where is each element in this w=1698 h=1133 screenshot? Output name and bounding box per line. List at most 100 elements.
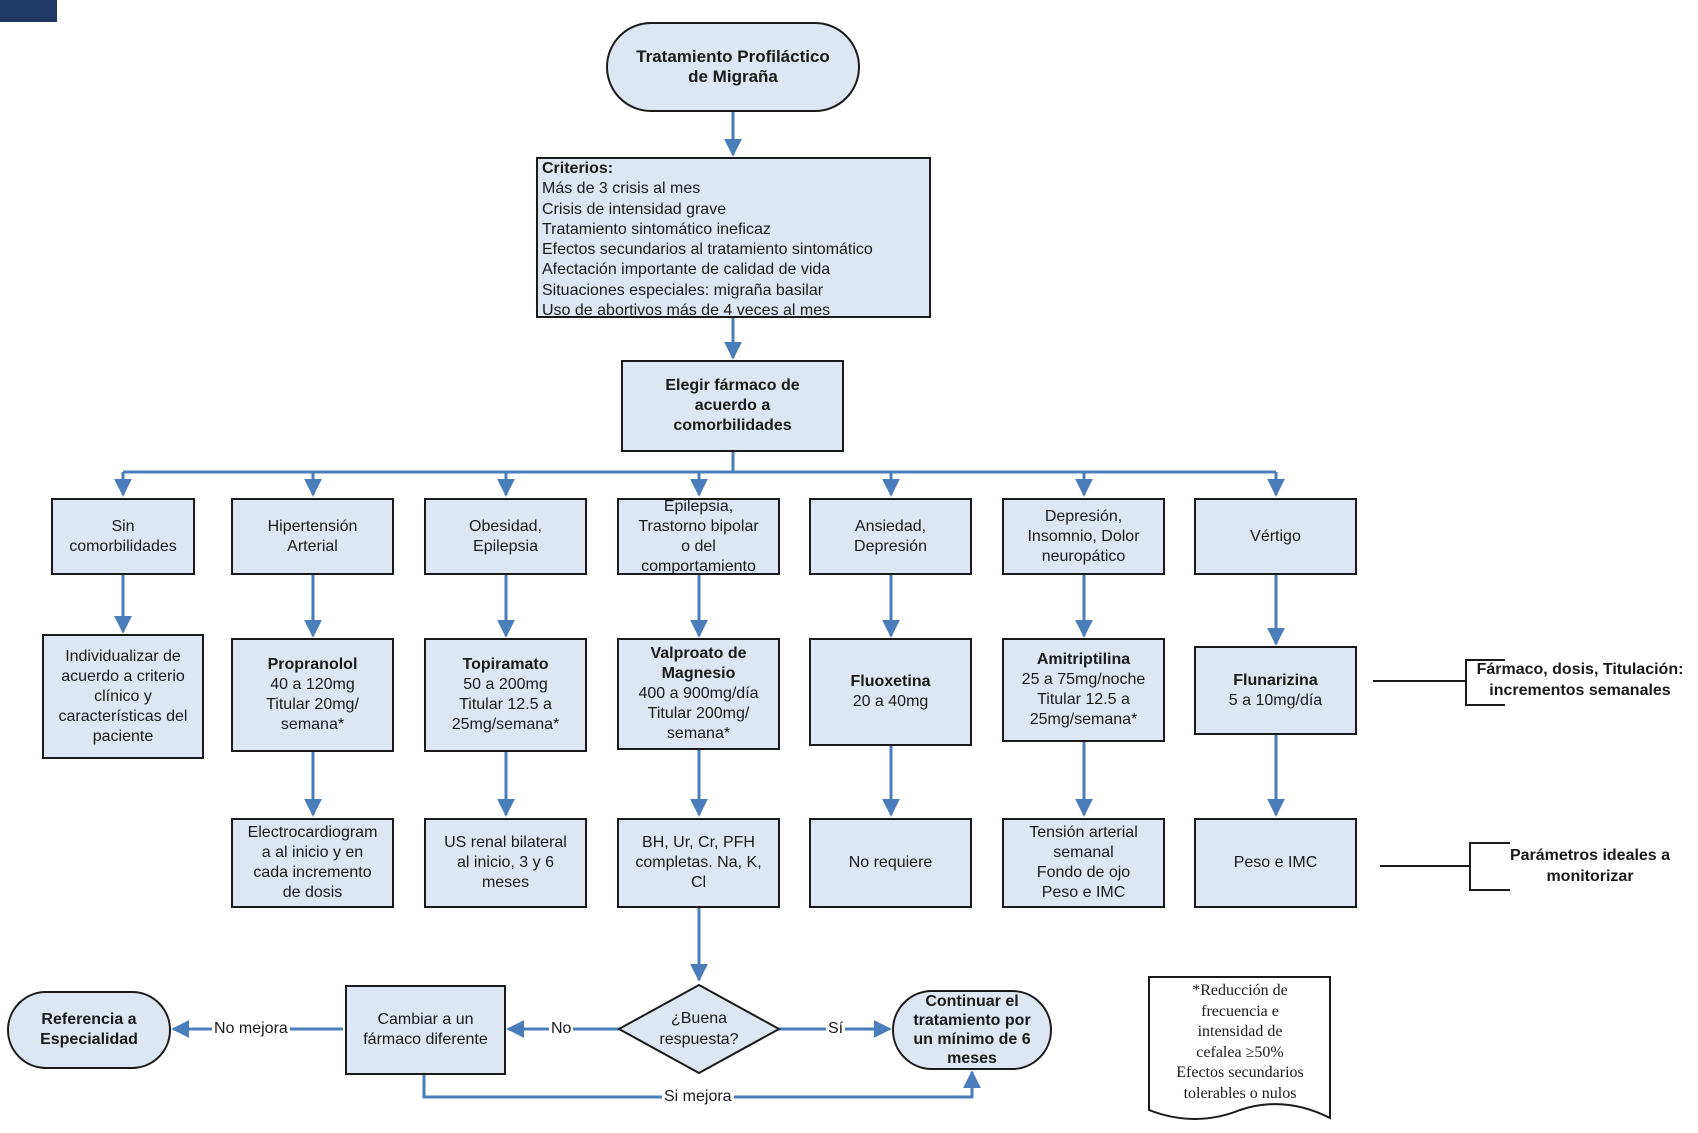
legend-monitor-params: Parámetros ideales a monitorizar [1485, 845, 1695, 887]
drug-box-3: Topiramato 50 a 200mg Titular 12.5 a 25m… [424, 638, 587, 752]
comorbidity-line: Sin [111, 517, 135, 535]
drug-line: acuerdo a criterio [61, 667, 185, 685]
comorbidity-line: Ansiedad, [854, 517, 927, 535]
start-line-1: Tratamiento Profiláctico [636, 47, 830, 66]
comorbidity-box-1: Sin comorbilidades [51, 498, 195, 575]
monitor-line: de dosis [282, 884, 343, 901]
comorbidity-box-7: Vértigo [1194, 498, 1357, 575]
monitor-box-7: Peso e IMC [1194, 818, 1357, 908]
referral-line: Especialidad [40, 1031, 138, 1048]
start-node: Tratamiento Profiláctico de Migraña [606, 22, 860, 112]
drug-name: Flunarizina [1233, 671, 1318, 689]
monitor-box-2: Electrocardiogram a al inicio y en cada … [231, 818, 394, 908]
comorbidity-box-4: Epilepsia, Trastorno bipolar o del compo… [617, 498, 780, 575]
comorbidity-box-2: Hipertensión Arterial [231, 498, 394, 575]
start-line-2: de Migraña [688, 67, 778, 86]
legend-monitor-line: Parámetros ideales a [1509, 847, 1671, 864]
comorbidity-line: Epilepsia, [663, 498, 734, 515]
drug-box-7: Flunarizina 5 a 10mg/día [1194, 646, 1357, 735]
drug-line: 20 a 40mg [852, 693, 929, 710]
monitor-box-4: BH, Ur, Cr, PFH completas. Na, K, Cl [617, 818, 780, 908]
change-drug-box: Cambiar a un fármaco diferente [345, 985, 506, 1075]
continue-node: Continuar el tratamiento por un mínimo d… [892, 990, 1052, 1070]
choose-line: comorbilidades [673, 417, 792, 434]
continue-line: tratamiento por [913, 1012, 1031, 1029]
legend-bracket-drug [1465, 659, 1505, 706]
label-si-mejora: Si mejora [662, 1088, 734, 1106]
drug-line: semana* [666, 725, 731, 742]
comorbidity-box-5: Ansiedad, Depresión [809, 498, 972, 575]
monitor-line: meses [481, 874, 530, 891]
footnote-line: Efectos secundarios [1176, 1064, 1304, 1081]
criteria-item: Crisis de intensidad grave [542, 200, 727, 218]
choose-line: Elegir fármaco de [665, 377, 800, 394]
comorbidity-line: Trastorno bipolar [638, 517, 759, 535]
corner-mark [0, 0, 57, 22]
drug-line: Individualizar de [65, 647, 181, 665]
monitor-line: Peso e IMC [1041, 884, 1126, 901]
comorbidity-line: Arterial [287, 537, 338, 555]
drug-line: Titular 12.5 a [459, 696, 552, 713]
drug-line: paciente [92, 727, 154, 745]
drug-line: 5 a 10mg/día [1228, 691, 1323, 709]
choose-drug-box: Elegir fármaco de acuerdo a comorbilidad… [621, 360, 844, 452]
drug-name: Propranolol [267, 656, 358, 673]
criteria-item: Más de 3 crisis al mes [542, 180, 701, 198]
footnote-line: tolerables o nulos [1183, 1084, 1297, 1102]
monitor-line: al inicio, 3 y 6 [457, 854, 554, 871]
comorbidity-line: comorbilidades [69, 537, 177, 555]
monitor-box-6: Tensión arterial semanal Fondo de ojo Pe… [1002, 818, 1165, 908]
label-no-mejora: No mejora [212, 1020, 290, 1038]
drug-line: 25 a 75mg/noche [1021, 671, 1146, 688]
footnote-line: *Reducción de [1192, 982, 1288, 999]
choose-line: acuerdo a [694, 397, 771, 414]
monitor-line: Fondo de ojo [1036, 864, 1131, 881]
change-line: Cambiar a un [377, 1011, 474, 1028]
drug-line: características del [58, 707, 188, 725]
drug-box-4: Valproato de Magnesio 400 a 900mg/día Ti… [617, 638, 780, 750]
monitor-line: semanal [1053, 844, 1114, 861]
drug-box-6: Amitriptilina 25 a 75mg/noche Titular 12… [1002, 638, 1165, 742]
label-no: No [549, 1020, 574, 1038]
monitor-line: No requiere [848, 854, 933, 871]
criteria-item: Uso de abortivos más de 4 veces al mes [542, 302, 831, 318]
drug-name: Amitriptilina [1036, 651, 1131, 668]
footnote-line: cefalea ≥50% [1196, 1043, 1284, 1061]
criteria-box: Criterios: Más de 3 crisis al mes Crisis… [536, 157, 931, 318]
drug-line: Titular 200mg/ [647, 705, 750, 722]
decision-line: ¿Buena [670, 1010, 728, 1027]
legend-drug-line: incrementos semanales [1489, 682, 1671, 699]
monitor-box-3: US renal bilateral al inicio, 3 y 6 mese… [424, 818, 587, 908]
monitor-line: Tensión arterial [1029, 824, 1138, 841]
decision-question: ¿Buena respuesta? [640, 1008, 758, 1050]
comorbidity-line: neuropático [1041, 547, 1126, 565]
comorbidity-line: Epilepsia [473, 537, 538, 555]
footnote-line: frecuencia e [1201, 1002, 1279, 1020]
criteria-item: Afectación importante de calidad de vida [542, 261, 831, 279]
footnote-note: *Reducción de frecuencia e intensidad de… [1150, 977, 1330, 1104]
drug-line: 25mg/semana* [451, 716, 560, 733]
comorbidity-line: Insomnio, Dolor [1027, 527, 1140, 545]
criteria-item: Tratamiento sintomático ineficaz [542, 220, 771, 238]
comorbidity-line: Depresión, [1044, 507, 1123, 525]
drug-box-5: Fluoxetina 20 a 40mg [809, 638, 972, 746]
change-line: fármaco diferente [363, 1031, 488, 1048]
criteria-item: Efectos secundarios al tratamiento sinto… [542, 241, 873, 259]
monitor-line: BH, Ur, Cr, PFH [642, 834, 755, 851]
legend-bracket-monitor [1469, 842, 1510, 891]
footnote-shape [1148, 976, 1331, 1120]
criteria-item: Situaciones especiales: migraña basilar [542, 281, 824, 299]
monitor-line: Peso e IMC [1233, 854, 1318, 871]
comorbidity-line: Depresión [854, 537, 927, 555]
drug-line: 400 a 900mg/día [638, 685, 759, 702]
drug-line: clínico y [94, 687, 152, 705]
drug-line: 40 a 120mg [270, 676, 355, 693]
comorbidity-line: comportamiento [641, 557, 756, 575]
monitor-line: US renal bilateral [444, 834, 567, 851]
comorbidity-line: o del [681, 537, 716, 555]
monitor-line: cada incremento [253, 864, 372, 881]
continue-line: un mínimo de 6 [913, 1031, 1031, 1048]
drug-line: semana* [280, 716, 345, 733]
legend-drug-line: Fármaco, dosis, Titulación: [1476, 661, 1684, 678]
